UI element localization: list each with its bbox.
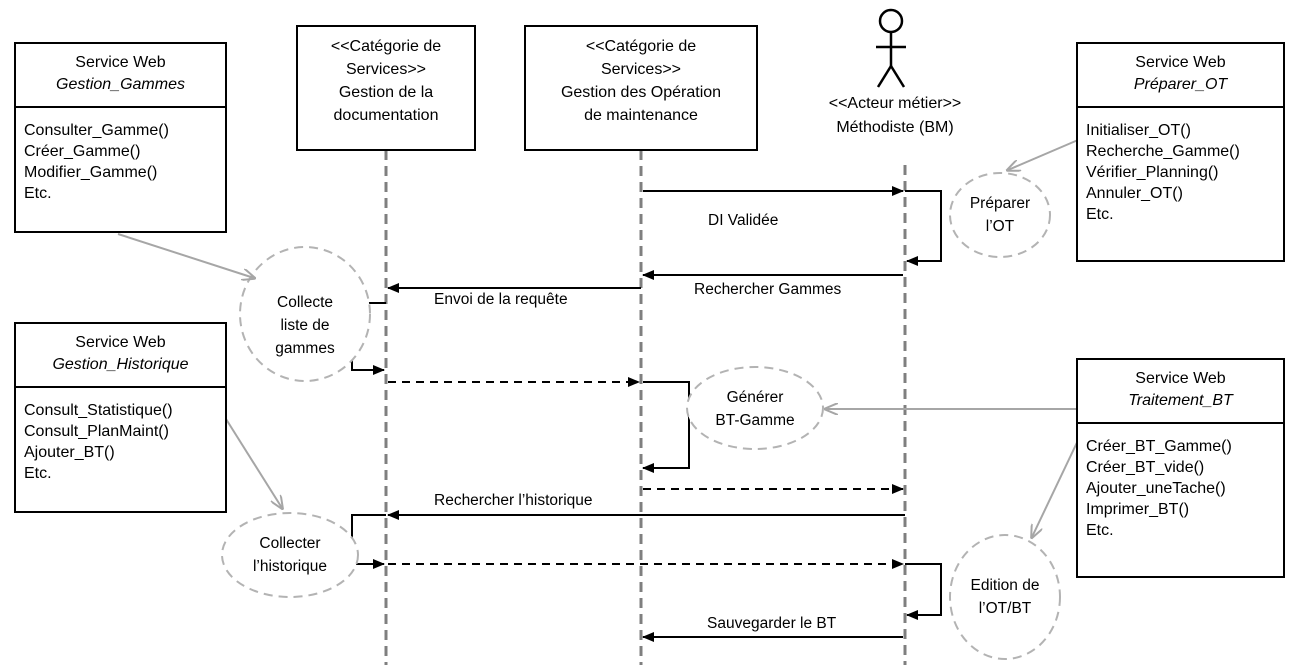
- operation-item: Créer_BT_vide(): [1086, 459, 1205, 476]
- activity-line: gammes: [275, 340, 335, 357]
- service-web-gestion-gammes: Service Web Gestion_Gammes Consulter_Gam…: [14, 42, 227, 233]
- service-name: Traitement_BT: [1128, 392, 1233, 409]
- service-operations: Consulter_Gamme() Créer_Gamme() Modifier…: [16, 108, 225, 204]
- operation-item: Créer_Gamme(): [24, 143, 141, 160]
- category-stereotype: <<Catégorie de: [585, 38, 697, 55]
- service-title: Service Web: [75, 54, 166, 71]
- operation-item: Etc.: [24, 465, 52, 482]
- actor-name: Méthodiste (BM): [836, 119, 954, 136]
- category-stereotype: Services>>: [345, 61, 427, 78]
- message-di-validee-label: DI Validée: [708, 212, 779, 229]
- operation-item: Ajouter_BT(): [24, 444, 115, 461]
- service-web-preparer-ot: Service Web Préparer_OT Initialiser_OT()…: [1076, 42, 1285, 262]
- operation-item: Consulter_Gamme(): [24, 122, 169, 139]
- actor-stereotype: <<Acteur métier>>: [828, 95, 962, 112]
- message-sauvegarder-bt-label: Sauvegarder le BT: [707, 615, 837, 632]
- self-call-generer-bt: [642, 381, 690, 473]
- category-stereotype: <<Catégorie de: [330, 38, 442, 55]
- activity-generer-bt-circle: [686, 366, 824, 450]
- message-rechercher-gammes-label: Rechercher Gammes: [694, 281, 842, 298]
- activity-line: Préparer: [969, 195, 1031, 212]
- message-envoi-requete-label: Envoi de la requête: [434, 291, 568, 308]
- connector-gammes-to-collecte: [117, 233, 254, 278]
- connector-historique-to-collecter: [225, 418, 282, 508]
- activity-collecter-historique-circle: [221, 512, 359, 598]
- service-web-gestion-historique: Service Web Gestion_Historique Consult_S…: [14, 322, 227, 513]
- operation-item: Etc.: [1086, 522, 1114, 539]
- service-operations: Créer_BT_Gamme() Créer_BT_vide() Ajouter…: [1078, 424, 1283, 541]
- category-stereotype: Services>>: [600, 61, 682, 78]
- activity-line: liste de: [280, 317, 330, 334]
- self-call-preparer-ot: [905, 190, 942, 266]
- operation-item: Ajouter_uneTache(): [1086, 480, 1226, 497]
- actor-label: <<Acteur métier>> Méthodiste (BM): [795, 92, 995, 140]
- self-call-edition-ot-bt: [905, 563, 942, 620]
- activity-generer-bt-text: Générer BT-Gamme: [690, 386, 820, 432]
- service-name: Préparer_OT: [1133, 76, 1228, 93]
- category-documentation-box: <<Catégorie de Services>> Gestion de la …: [296, 25, 476, 151]
- service-operations: Initialiser_OT() Recherche_Gamme() Vérif…: [1078, 108, 1283, 225]
- service-title: Service Web: [75, 334, 166, 351]
- activity-line: Générer: [726, 389, 784, 406]
- operation-item: Recherche_Gamme(): [1086, 143, 1240, 160]
- activity-line: Edition de: [970, 577, 1040, 594]
- operation-item: Créer_BT_Gamme(): [1086, 438, 1232, 455]
- activity-line: BT-Gamme: [715, 412, 795, 429]
- service-title: Service Web: [1135, 370, 1226, 387]
- activity-preparer-ot-text: Préparer l’OT: [950, 192, 1050, 238]
- activity-collecte-gammes-circle: [239, 246, 371, 382]
- operation-item: Etc.: [1086, 206, 1114, 223]
- category-name: Gestion de la: [338, 84, 434, 101]
- operation-item: Consult_PlanMaint(): [24, 423, 169, 440]
- activity-edition-ot-bt-circle: [949, 534, 1061, 660]
- service-operations: Consult_Statistique() Consult_PlanMaint(…: [16, 388, 225, 484]
- category-operations-box: <<Catégorie de Services>> Gestion des Op…: [524, 25, 758, 151]
- activity-collecte-gammes-text: Collecte liste de gammes: [245, 291, 365, 360]
- activity-line: l’historique: [252, 558, 328, 575]
- operation-item: Etc.: [24, 185, 52, 202]
- operation-item: Consult_Statistique(): [24, 402, 173, 419]
- message-rechercher-historique-label: Rechercher l’historique: [434, 492, 593, 509]
- activity-collecter-historique-text: Collecter l’historique: [225, 532, 355, 578]
- service-title: Service Web: [1135, 54, 1226, 71]
- activity-line: Collecte: [277, 294, 333, 311]
- category-name: Gestion des Opération: [560, 84, 722, 101]
- category-name: de maintenance: [584, 107, 698, 124]
- operation-item: Vérifier_Planning(): [1086, 164, 1219, 181]
- operation-item: Imprimer_BT(): [1086, 501, 1190, 518]
- activity-line: l’OT/BT: [978, 600, 1032, 617]
- activity-line: Collecter: [259, 535, 321, 552]
- connector-preparer-to-activity: [1008, 139, 1079, 170]
- service-name: Gestion_Gammes: [56, 76, 185, 93]
- activity-preparer-ot-circle: [949, 172, 1051, 258]
- category-name: documentation: [333, 107, 439, 124]
- activity-line: l’OT: [985, 218, 1015, 235]
- operation-item: Annuler_OT(): [1086, 185, 1183, 202]
- actor-figure-icon: [876, 8, 906, 88]
- connector-traitement-to-edition: [1032, 431, 1083, 537]
- service-name: Gestion_Historique: [52, 356, 189, 373]
- service-web-traitement-bt: Service Web Traitement_BT Créer_BT_Gamme…: [1076, 358, 1285, 578]
- operation-item: Modifier_Gamme(): [24, 164, 158, 181]
- operation-item: Initialiser_OT(): [1086, 122, 1191, 139]
- activity-edition-ot-bt-text: Edition de l’OT/BT: [955, 574, 1055, 620]
